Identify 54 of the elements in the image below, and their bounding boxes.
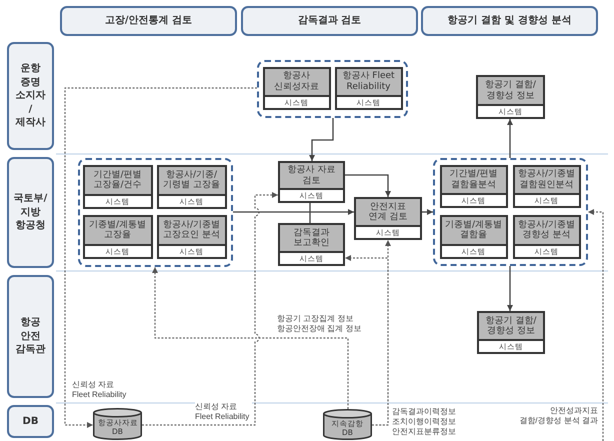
process-title: 기종별/계통별 결함율 [442, 216, 506, 244]
column-header: 항공기 결함 및 경향성 분석 [421, 6, 598, 36]
process-title: 항공기 결함/ 경향성 정보 [479, 313, 543, 339]
row-header: 운항 증명 소지자 / 제작사 [7, 42, 54, 150]
row-header: DB [7, 405, 54, 438]
arrow [345, 174, 391, 197]
row-header: 항공 안전 감독관 [7, 275, 54, 398]
connector-line [309, 203, 311, 223]
row-header: 국토부/ 지방 항공청 [7, 157, 54, 268]
process-box [334, 66, 402, 110]
process-title: 항공사/기종별 경향성 분석 [514, 216, 578, 244]
arrow [507, 266, 513, 311]
column-header: 고장/안전통계 검토 [60, 6, 237, 36]
process-title: 항공사 신뢰성자료 [264, 68, 328, 94]
process-box [477, 311, 545, 354]
process-box [82, 164, 152, 208]
dashed-frame [257, 60, 408, 118]
process-box [278, 223, 345, 266]
process-title: 항공사 Fleet Reliability [336, 68, 400, 94]
arrow [507, 119, 513, 158]
process-box [156, 214, 226, 258]
dashed-frame [78, 158, 233, 267]
process-box [262, 66, 330, 110]
process-title: 항공사/기종별 결함원인분석 [514, 166, 578, 192]
process-title: 기간별/편별 결함율분석 [442, 166, 506, 192]
process-box [156, 164, 226, 208]
process-title: 항공기 결함/ 경향성 정보 [478, 77, 543, 104]
column-header: 감독결과 검토 [241, 6, 418, 36]
process-box [82, 214, 152, 258]
arrow [233, 209, 354, 215]
arrow [64, 88, 258, 428]
edge-label: 신뢰성 자료 Fleet Reliability [72, 380, 129, 400]
process-title: 기간별/편별 고장율/건수 [84, 166, 150, 194]
edge-label: 신뢰성 자료 Fleet Reliability [195, 402, 252, 422]
process-title: 기종별/계통별 고장율 [84, 216, 150, 244]
process-box [476, 75, 545, 119]
process-title: 안전지표 연계 검토 [356, 199, 420, 225]
process-title: 항공사/기종/ 기령별 고장율 [158, 166, 224, 194]
process-box [512, 214, 580, 258]
arrow [422, 209, 433, 215]
arrow [309, 118, 334, 161]
process-box [440, 214, 508, 258]
process-box [512, 164, 580, 208]
process-title: 감독결과 보고확인 [280, 225, 343, 251]
process-box [440, 164, 508, 208]
arrow [152, 266, 348, 410]
process-title: 항공사 자료 검토 [280, 163, 343, 188]
arrow [344, 255, 388, 426]
process-box [278, 161, 345, 203]
arrow [142, 192, 278, 426]
process-title: 항공사/기종별 고장요인 분석 [158, 216, 224, 244]
arrow [588, 209, 604, 441]
process-box [354, 197, 422, 240]
dashed-frame [433, 158, 588, 266]
